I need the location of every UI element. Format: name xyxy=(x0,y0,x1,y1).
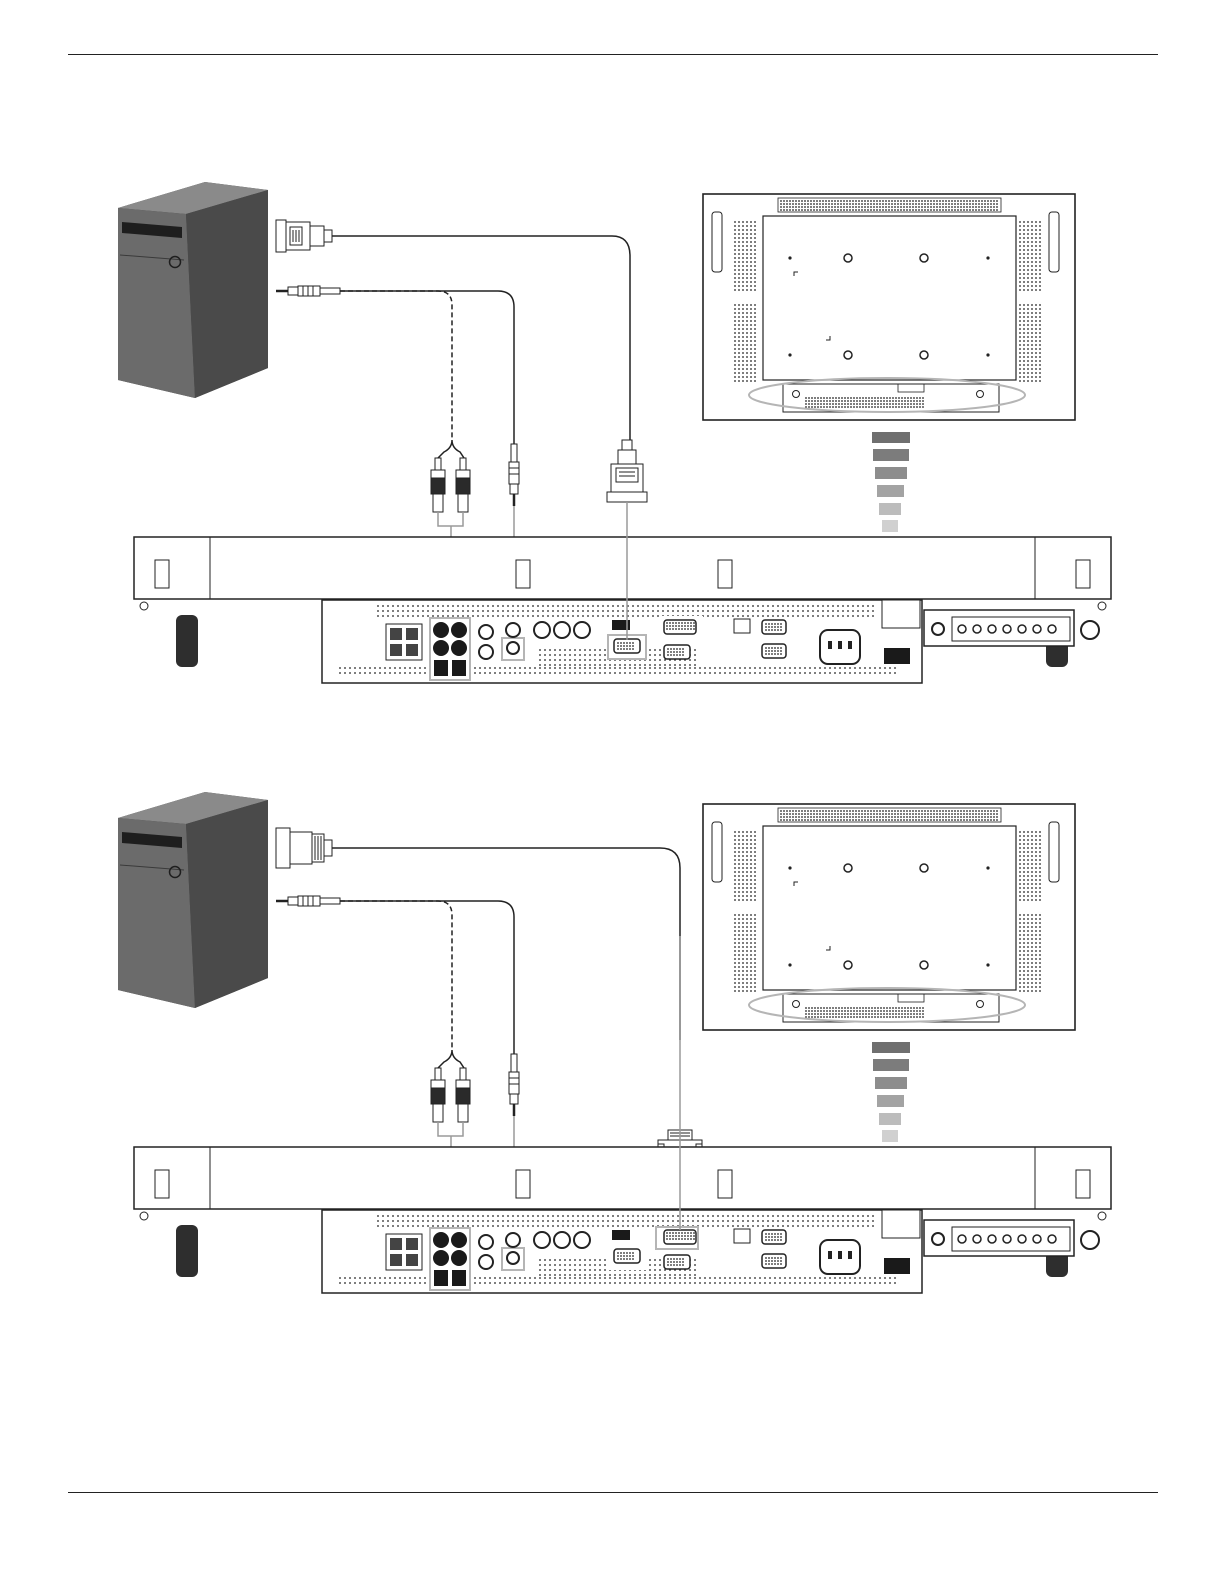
stereo-mini-plug-icon xyxy=(509,444,519,506)
display-rear-icon xyxy=(703,804,1075,1030)
rca-plug-icon xyxy=(431,1068,445,1122)
vga-connector-icon xyxy=(607,440,647,502)
footer-rule xyxy=(68,1492,1158,1493)
rca-plug-icon xyxy=(431,458,445,512)
display-bottom-panel xyxy=(134,537,1111,683)
rca-plug-icon xyxy=(456,1068,470,1122)
display-bottom-panel xyxy=(134,1147,1111,1293)
vga-connector-icon xyxy=(276,220,332,252)
display-rear-icon xyxy=(703,194,1075,420)
computer-tower-icon xyxy=(118,792,268,1008)
audio-cable-alt xyxy=(340,291,452,440)
header-rule xyxy=(68,54,1158,55)
stereo-mini-plug-icon xyxy=(509,1054,519,1116)
audio-cable xyxy=(340,291,514,450)
zoom-arrow-icon xyxy=(872,432,910,549)
rca-plug-icon xyxy=(456,458,470,512)
audio-cable-alt xyxy=(340,901,452,1050)
vga-cable xyxy=(332,236,630,440)
diagram-dvi-connection xyxy=(0,780,1225,1340)
dvi-cable xyxy=(332,848,680,1040)
diagram-vga-connection xyxy=(0,170,1225,730)
computer-tower-icon xyxy=(118,182,268,398)
audio-cable xyxy=(340,901,514,1060)
zoom-arrow-icon xyxy=(872,1042,910,1159)
stereo-mini-plug-icon xyxy=(276,286,340,296)
stereo-mini-plug-icon xyxy=(276,896,340,906)
dvi-connector-icon xyxy=(276,828,332,868)
